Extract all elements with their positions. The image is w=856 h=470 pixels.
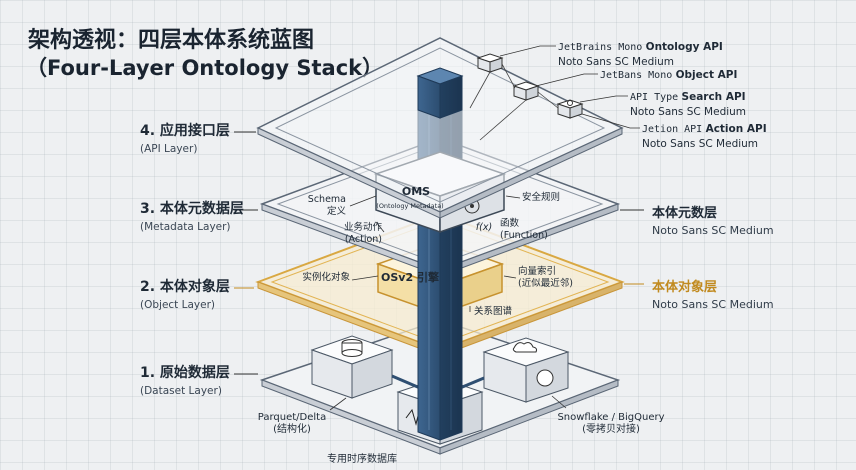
layer-label-object: 2. 本体对象层 (Object Layer) xyxy=(140,276,260,311)
layer-label-metadata: 3. 本体元数据层 (Metadata Layer) xyxy=(140,198,260,233)
layer-label-dataset-cn: 1. 原始数据层 xyxy=(140,365,230,381)
title-en: （Four-Layer Ontology Stack） xyxy=(26,56,384,80)
layer-label-api: 4. 应用接口层 (API Layer) xyxy=(140,120,260,155)
api-label-action-mono: Jetion API xyxy=(642,124,703,135)
schema-tag: Schema 定义 xyxy=(307,194,346,217)
right-label-metadata-sub: Noto Sans SC Medium xyxy=(652,224,774,237)
layer-label-metadata-en: (Metadata Layer) xyxy=(140,221,231,233)
security-tag: 安全规则 xyxy=(522,192,561,203)
osv2-name: OSv2 引擎 xyxy=(381,271,439,284)
api-label-action-bold: Action API xyxy=(705,123,767,135)
object-api-cube xyxy=(512,81,540,101)
snowflake-tag: Snowflake / BigQuery (零拷贝对接) xyxy=(557,412,665,435)
api-label-search-mono: API Type xyxy=(630,92,679,103)
api-label-action: Jetion API Action API Noto Sans SC Mediu… xyxy=(642,122,767,151)
tag-leader-lines xyxy=(329,195,567,411)
api-endpoint-cubes xyxy=(469,53,584,141)
instance-tag: 实例化对象 xyxy=(302,272,350,283)
api-label-object-bold: Object API xyxy=(675,69,738,81)
api-label-search: API Type Search API Noto Sans SC Medium xyxy=(630,90,746,119)
api-label-ontology: JetBrains Mono Ontology API Noto Sans SC… xyxy=(558,40,723,69)
api-label-search-sub: Noto Sans SC Medium xyxy=(630,106,747,118)
layer-label-dataset: 1. 原始数据层 (Dataset Layer) xyxy=(140,362,260,397)
function-tag: 函数 (Function) xyxy=(500,218,548,241)
api-label-object: JetBans Mono Object API xyxy=(600,68,737,83)
search-api-cube xyxy=(556,99,584,119)
column-top xyxy=(416,67,464,119)
snowflake-box xyxy=(482,337,570,403)
layer-label-object-cn: 2. 本体对象层 xyxy=(140,279,230,295)
api-leader-lines xyxy=(499,45,640,129)
fx-icon: f(x) xyxy=(475,222,493,233)
oms-name: OMS xyxy=(401,185,431,198)
left-leader-lines xyxy=(234,131,258,375)
layer-label-api-cn: 4. 应用接口层 xyxy=(140,123,230,139)
action-tag: 业务动作 (Action) xyxy=(343,222,382,245)
ontology-api-cube xyxy=(476,53,504,73)
vector-tag: 向量索引 (近似最近邻) xyxy=(518,266,573,289)
api-label-action-sub: Noto Sans SC Medium xyxy=(642,138,759,150)
api-label-object-mono: JetBans Mono xyxy=(600,70,673,81)
graph-tag: 关系图谱 xyxy=(474,306,513,317)
oms-sub: (Ontology Metadata) xyxy=(376,202,444,210)
parquet-tag: Parquet/Delta (结构化) xyxy=(257,412,327,435)
api-label-ontology-bold: Ontology API xyxy=(645,41,723,53)
api-label-ontology-sub: Noto Sans SC Medium xyxy=(558,56,675,68)
right-label-metadata: 本体元数层 Noto Sans SC Medium xyxy=(652,202,774,237)
api-layer-plate xyxy=(256,37,624,219)
layer-label-metadata-cn: 3. 本体元数据层 xyxy=(140,201,244,217)
right-label-metadata-cn: 本体元数层 xyxy=(652,206,718,221)
right-label-object-cn: 本体对象层 xyxy=(652,280,718,295)
api-label-search-bold: Search API xyxy=(681,91,746,103)
parquet-box xyxy=(310,335,394,399)
api-label-ontology-mono: JetBrains Mono xyxy=(558,42,643,53)
layer-label-object-en: (Object Layer) xyxy=(140,299,216,311)
right-leader-lines xyxy=(620,209,644,285)
right-label-object: 本体对象层 Noto Sans SC Medium xyxy=(652,276,774,311)
layer-label-dataset-en: (Dataset Layer) xyxy=(140,385,222,397)
right-label-object-sub: Noto Sans SC Medium xyxy=(652,298,774,311)
layer-label-api-en: (API Layer) xyxy=(140,143,198,155)
title-cn: 架构透视：四层本体系统蓝图 xyxy=(28,28,315,53)
timeseries-tag: 专用时序数据库 xyxy=(327,454,397,465)
